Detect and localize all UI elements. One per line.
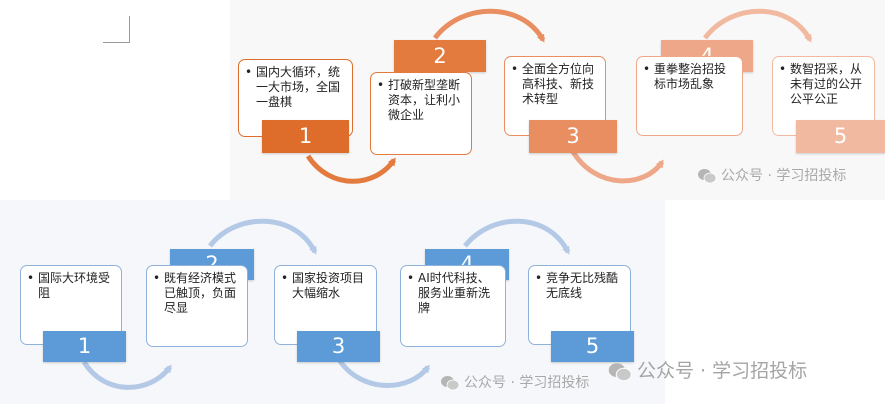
top-step-3-text: 全面全方位向高科技、新技术转型 xyxy=(522,62,595,106)
top-step-2-text: 打破新型垄断资本，让利小微企业 xyxy=(388,78,461,122)
top-step-5-text: 数智招采，从未有过的公开公平公正 xyxy=(790,62,863,106)
bottom-step-1-number: 1 xyxy=(43,331,126,362)
bullet-icon: • xyxy=(511,62,519,76)
bullet-icon: • xyxy=(245,65,253,79)
watermark-text: 公众号 · 学习招投标 xyxy=(637,360,808,382)
bullet-icon: • xyxy=(779,62,787,76)
bullet-icon: • xyxy=(407,271,415,285)
top-step-3-number: 3 xyxy=(529,120,617,153)
bottom-step-1-text: 国际大环境受阻 xyxy=(38,271,111,300)
wechat-icon xyxy=(441,376,460,391)
crop-mark xyxy=(103,16,130,43)
top-step-4-text: 重拳整治招投标市场乱象 xyxy=(654,62,727,91)
top-step-1-number: 1 xyxy=(262,120,349,153)
top-step-1-text: 国内大循环，统一大市场，全国一盘棋 xyxy=(256,65,341,109)
top-step-5-number: 5 xyxy=(796,120,885,153)
top-step-2-card: • 打破新型垄断资本，让利小微企业 xyxy=(370,72,472,155)
watermark-text: 公众号 · 学习招投标 xyxy=(721,168,847,184)
watermark-large: 公众号 · 学习招投标 xyxy=(607,356,807,383)
top-step-4-card: • 重拳整治招投标市场乱象 xyxy=(636,56,743,136)
wechat-icon xyxy=(608,362,632,381)
bottom-step-5-number: 5 xyxy=(551,331,634,362)
bullet-icon: • xyxy=(535,271,543,285)
bullet-icon: • xyxy=(377,78,385,92)
top-step-2-number: 2 xyxy=(394,40,486,72)
bottom-step-5-text: 竞争无比残酷无底线 xyxy=(546,271,619,300)
top-step-1-card: • 国内大循环，统一大市场，全国一盘棋 xyxy=(238,59,353,137)
bullet-icon: • xyxy=(281,271,289,285)
bullet-icon: • xyxy=(643,62,651,76)
bottom-step-3-number: 3 xyxy=(297,331,380,362)
bottom-step-4-text: AI时代科技、服务业重新洗牌 xyxy=(418,271,491,315)
bottom-step-2-text: 既有经济模式已触顶，负面尽显 xyxy=(164,271,237,315)
bottom-step-3-text: 国家投资项目大幅缩水 xyxy=(292,271,365,300)
bottom-step-4-card: • AI时代科技、服务业重新洗牌 xyxy=(400,265,506,347)
bullet-icon: • xyxy=(153,271,161,285)
wechat-icon xyxy=(698,169,717,184)
watermark-top: 公众号 · 学习招投标 xyxy=(697,165,846,185)
watermark-text: 公众号 · 学习招投标 xyxy=(464,375,590,391)
watermark-middle: 公众号 · 学习招投标 xyxy=(440,372,589,392)
bottom-step-2-card: • 既有经济模式已触顶，负面尽显 xyxy=(146,265,248,347)
bullet-icon: • xyxy=(27,271,35,285)
